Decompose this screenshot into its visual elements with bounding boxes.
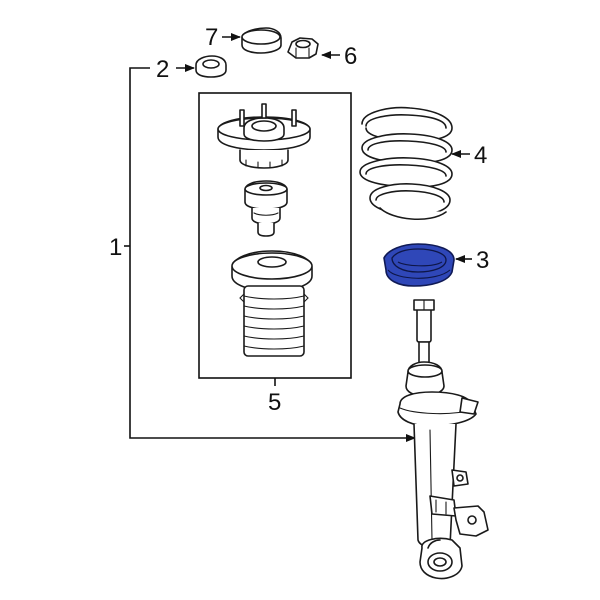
part-7-cap	[222, 27, 282, 54]
callout-2-label: 2	[156, 56, 169, 83]
upper-mount	[217, 103, 311, 169]
callout-6-label: 6	[344, 43, 357, 70]
part-2-nut	[176, 55, 227, 78]
callout-7-label: 7	[205, 24, 218, 51]
callout-1-label: 1	[109, 234, 122, 261]
bump-stop	[244, 180, 288, 237]
part-6-nut	[287, 37, 340, 59]
part-3-spring-seat	[383, 243, 472, 287]
part-4-coil-spring	[359, 106, 470, 221]
dust-boot	[231, 250, 313, 357]
callout-4-label: 4	[474, 142, 487, 169]
callout-5-label: 5	[268, 389, 281, 416]
strut-assembly	[397, 299, 489, 580]
assembly-bracket	[124, 67, 416, 442]
callout-3-label: 3	[476, 247, 489, 274]
